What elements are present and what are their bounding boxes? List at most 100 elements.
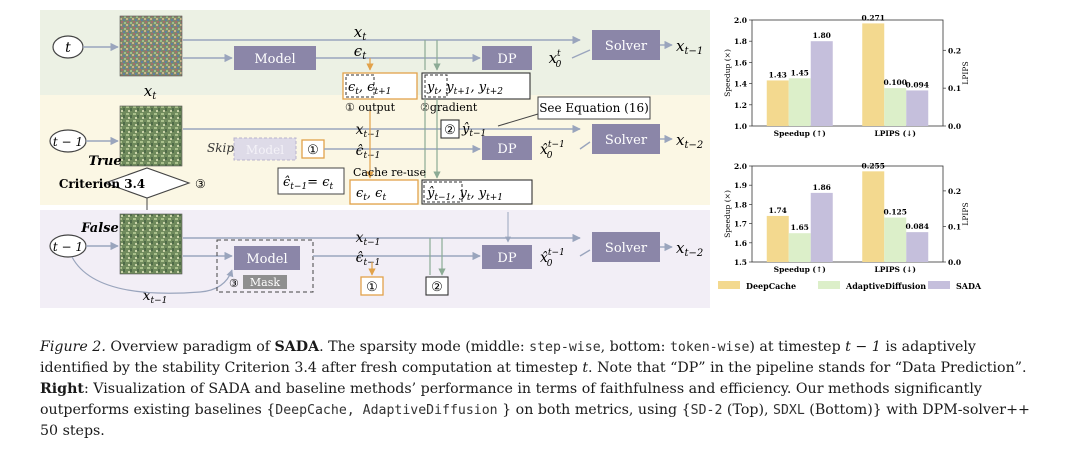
xt-label: xt — [144, 82, 157, 102]
model-block-row1 — [234, 46, 316, 70]
x-tm1-arrow-row3: xt−1 — [356, 230, 381, 248]
y-tick-label: 1.8 — [734, 200, 747, 209]
caption-text-9: (Top), — [722, 402, 774, 418]
dp-label-row1: DP — [497, 52, 516, 67]
y2-axis-label: LPIPS — [961, 202, 970, 225]
y2-tick-label: 0.2 — [948, 187, 961, 196]
reused-y-highlight — [423, 181, 463, 203]
criterion-diamond — [103, 167, 191, 199]
solver-block-row1 — [592, 30, 660, 60]
x-tm2-output-row3: xt−2 — [676, 239, 703, 259]
skipped-model-block — [233, 137, 297, 161]
y-cache: yt, yt+1, yt+2 — [426, 80, 503, 97]
caption-text-6: . Note that “DP” in the pipeline stands … — [588, 360, 1027, 376]
cache-equation: ϵ̂t−1= ϵt — [283, 175, 333, 192]
dp-block-row2 — [482, 136, 532, 160]
legend-swatch-sada — [928, 281, 950, 289]
output-marker-row3 — [360, 276, 384, 296]
solver-block-row3 — [592, 232, 660, 262]
eps-t-label: ϵt — [354, 42, 367, 62]
bar-sada — [906, 90, 929, 126]
noisy-image-xt — [119, 15, 183, 77]
eps-hat-label-row2: ϵ̂t−1 — [356, 143, 381, 161]
category-label: Speedup (↑) — [774, 265, 826, 274]
bar-adaptivediffusion — [884, 217, 907, 262]
legend-label: AdaptiveDiffusion — [845, 281, 926, 291]
caption-text-3: , bottom: — [600, 339, 670, 355]
xt-arrow-label: xt — [354, 23, 367, 43]
cache-equation-box — [277, 167, 345, 195]
gradient-marker-row2 — [440, 119, 460, 139]
equation-callout — [537, 96, 651, 120]
category-label: LPIPS (↓) — [875, 265, 916, 274]
caption-sd2: SD-2 — [690, 403, 723, 418]
caption-step-wise: step-wise — [529, 340, 601, 355]
data-label: 0.271 — [862, 13, 886, 22]
chart-frame — [751, 19, 944, 127]
gradient-marker-row3 — [425, 276, 449, 296]
bar-sada — [906, 232, 929, 262]
dp-block-row1 — [482, 46, 532, 70]
reused-eps: ϵt, ϵt — [356, 186, 386, 203]
caption-right: Right — [40, 381, 84, 397]
data-label: 0.100 — [884, 78, 908, 87]
y2-axis-label: LPIPS — [961, 61, 970, 84]
gradient-cache-box — [421, 72, 531, 100]
reused-eps-box — [349, 179, 419, 205]
bar-deepcache — [766, 80, 789, 126]
solver-label-row1: Solver — [605, 39, 648, 54]
legend-swatch-deepcache — [718, 281, 740, 289]
caption-sdxl: SDXL — [773, 403, 805, 418]
data-label: 1.65 — [791, 223, 809, 232]
x-tm1-label-row3: xt−1 — [143, 288, 168, 306]
legend-swatch-adaptivediffusion — [818, 281, 840, 289]
y-axis-label: Speedup (×) — [723, 190, 732, 238]
dp-block-row3 — [482, 245, 532, 269]
y2-tick-label: 0.1 — [948, 84, 961, 93]
row3: False t − 1 xt−1 Model ③ Mask xt−1 ϵ̂t−1… — [49, 198, 703, 306]
x-tm2-output-row2: xt−2 — [676, 131, 703, 151]
caption-text-8: } on both metrics, using { — [497, 402, 691, 418]
bar-adaptivediffusion — [884, 88, 907, 126]
y-tick-label: 2.0 — [734, 16, 747, 25]
y-hat-label-row2: ŷt−1 — [461, 122, 486, 139]
category-label: Speedup (↑) — [774, 129, 826, 138]
reused-y-box — [421, 179, 533, 205]
caption-text-10: (Bottom)} with DPM-solver++ 50 steps. — [40, 402, 1030, 439]
caption-text-2: . The sparsity mode (middle: — [319, 339, 530, 355]
false-label: False — [80, 221, 118, 236]
dp-label-row2: DP — [497, 142, 516, 157]
legend-label: DeepCache — [746, 281, 796, 291]
data-label: 1.45 — [791, 68, 809, 77]
data-label: 1.80 — [813, 31, 831, 40]
category-label: LPIPS (↓) — [875, 129, 916, 138]
image-x-tm1-row2 — [119, 105, 183, 167]
y2-tick-label: 0.0 — [948, 122, 961, 131]
gradient-caption: ②gradient — [420, 101, 478, 114]
gradient-highlight — [424, 74, 448, 98]
circ3-criterion: ③ — [195, 177, 206, 191]
eps-t-cache: ϵt, ϵt+1 — [348, 80, 391, 97]
caption-text-7: : Visualization of SADA and baseline met… — [40, 381, 982, 418]
bar-deepcache — [862, 171, 885, 262]
y2-tick-label: 0.0 — [948, 258, 961, 267]
caption-token-wise: token-wise — [669, 340, 750, 355]
solver-label-row3: Solver — [605, 241, 648, 256]
bar-deepcache — [766, 215, 789, 262]
bar-sada — [810, 41, 833, 127]
data-label: 1.86 — [813, 183, 831, 192]
caption-text-1: Overview paradigm of — [105, 339, 275, 355]
timestep-t-label: t — [65, 40, 71, 56]
row2: t − 1 True Criterion 3.4 ③ Skip Model ① … — [49, 96, 703, 205]
bar-adaptivediffusion — [788, 78, 811, 126]
y-tick-label: 1.6 — [734, 239, 747, 248]
data-label: 1.74 — [769, 206, 787, 215]
